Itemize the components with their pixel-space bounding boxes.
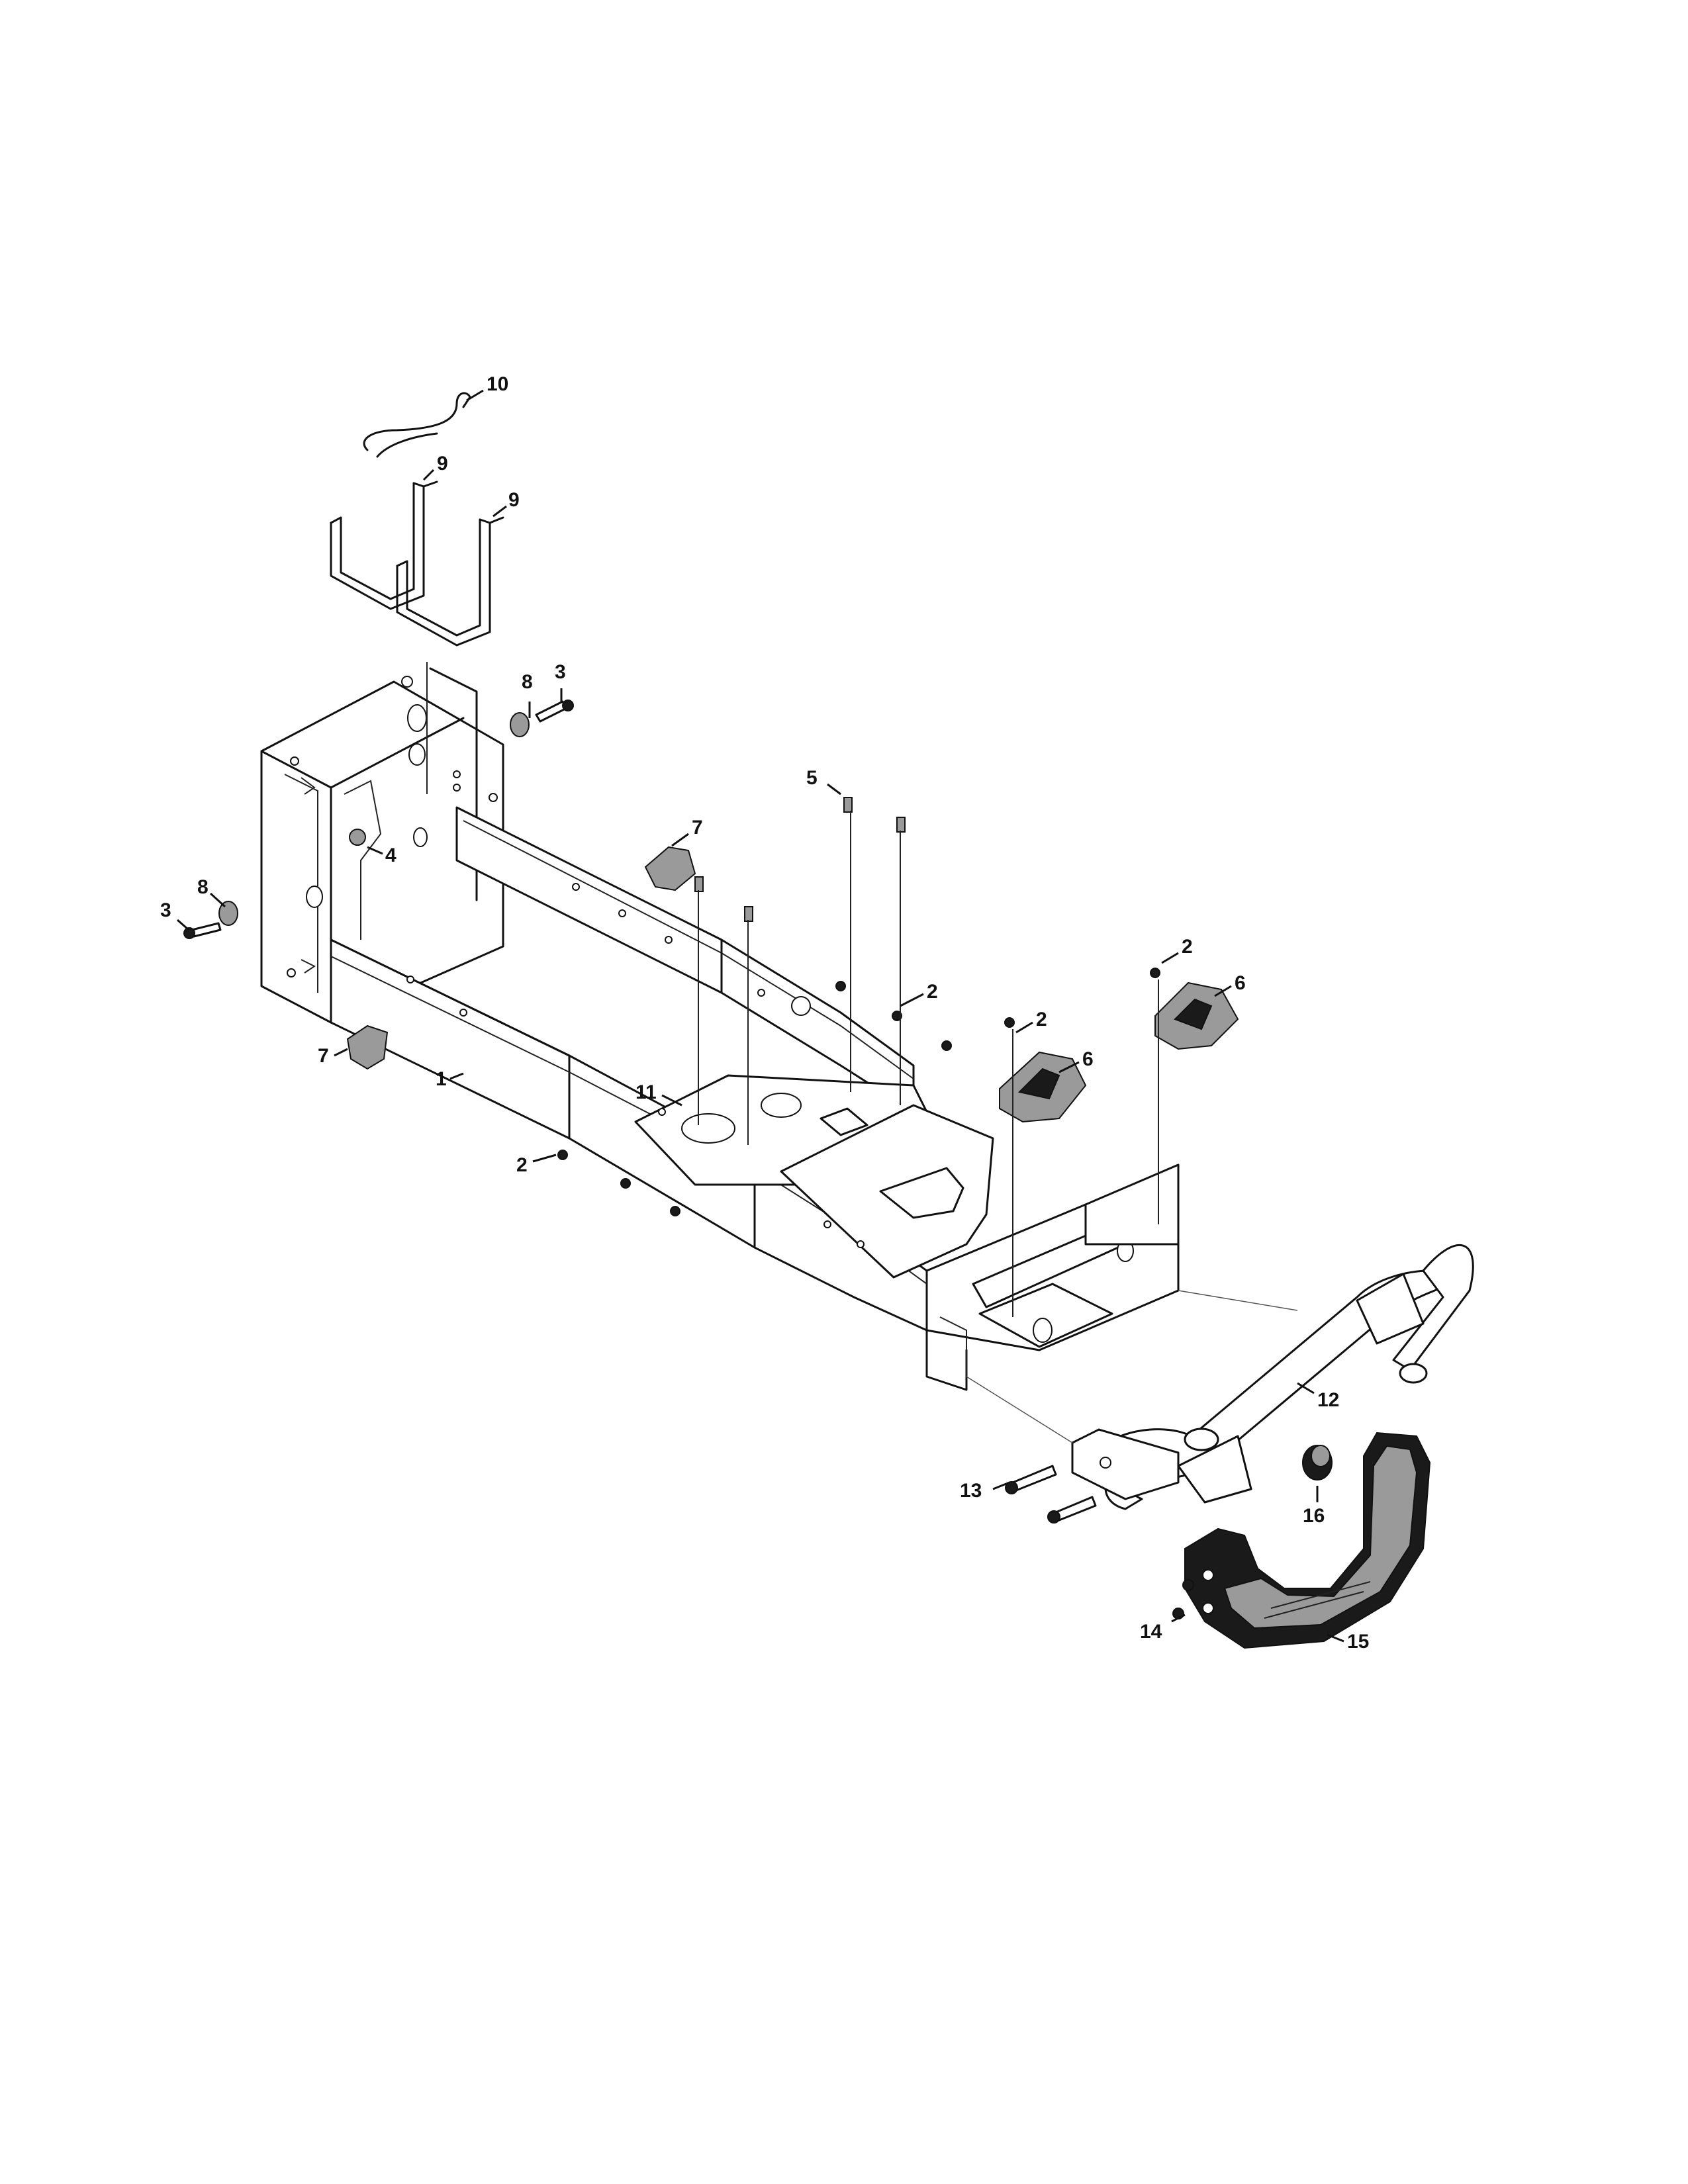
callout-9: 9 — [437, 453, 448, 475]
callout-5: 5 — [806, 767, 818, 789]
part-12-bumper-bracket — [1071, 1273, 1425, 1504]
part-1-main-frame — [260, 667, 1180, 1391]
callout-3: 3 — [160, 899, 171, 921]
fasteners — [183, 700, 1194, 1619]
callout-6: 6 — [1235, 972, 1246, 994]
callout-7: 7 — [318, 1045, 329, 1067]
callout-14: 14 — [1140, 1621, 1162, 1643]
callout-1: 1 — [436, 1068, 447, 1090]
callout-11: 11 — [635, 1081, 657, 1103]
leader-lines — [177, 389, 1344, 1643]
callout-8: 8 — [522, 671, 533, 693]
callout-13: 13 — [960, 1480, 982, 1502]
callout-16: 16 — [1303, 1505, 1325, 1527]
callout-10: 10 — [487, 373, 508, 395]
callout-3: 3 — [555, 661, 566, 683]
part-9-battery-strap-left — [330, 480, 438, 610]
part-7-bracket-lower — [346, 1024, 389, 1070]
callout-12: 12 — [1317, 1389, 1339, 1411]
callout-8: 8 — [197, 876, 209, 898]
part-6-bracket-right — [1154, 981, 1239, 1050]
callout-4: 4 — [385, 844, 397, 866]
callout-2: 2 — [927, 981, 938, 1003]
callout-2: 2 — [1182, 936, 1193, 958]
callout-labels: 10 9 9 8 3 4 8 3 5 7 7 1 11 2 2 2 2 6 6 … — [160, 373, 1369, 1653]
part-15-bumper-cover — [1184, 1432, 1431, 1649]
callout-2: 2 — [1036, 1009, 1047, 1030]
part-9-battery-strap-right — [396, 516, 504, 647]
callout-7: 7 — [692, 817, 703, 839]
part-10-hairpin-clip — [363, 392, 471, 458]
part-16-rubber-bumper — [1302, 1445, 1333, 1480]
callout-15: 15 — [1347, 1631, 1369, 1653]
hidden-centre-lines — [426, 662, 1298, 1443]
callout-6: 6 — [1082, 1048, 1094, 1070]
callout-2: 2 — [516, 1154, 528, 1176]
part-7-bracket-upper — [644, 846, 696, 891]
callout-9: 9 — [508, 489, 520, 511]
